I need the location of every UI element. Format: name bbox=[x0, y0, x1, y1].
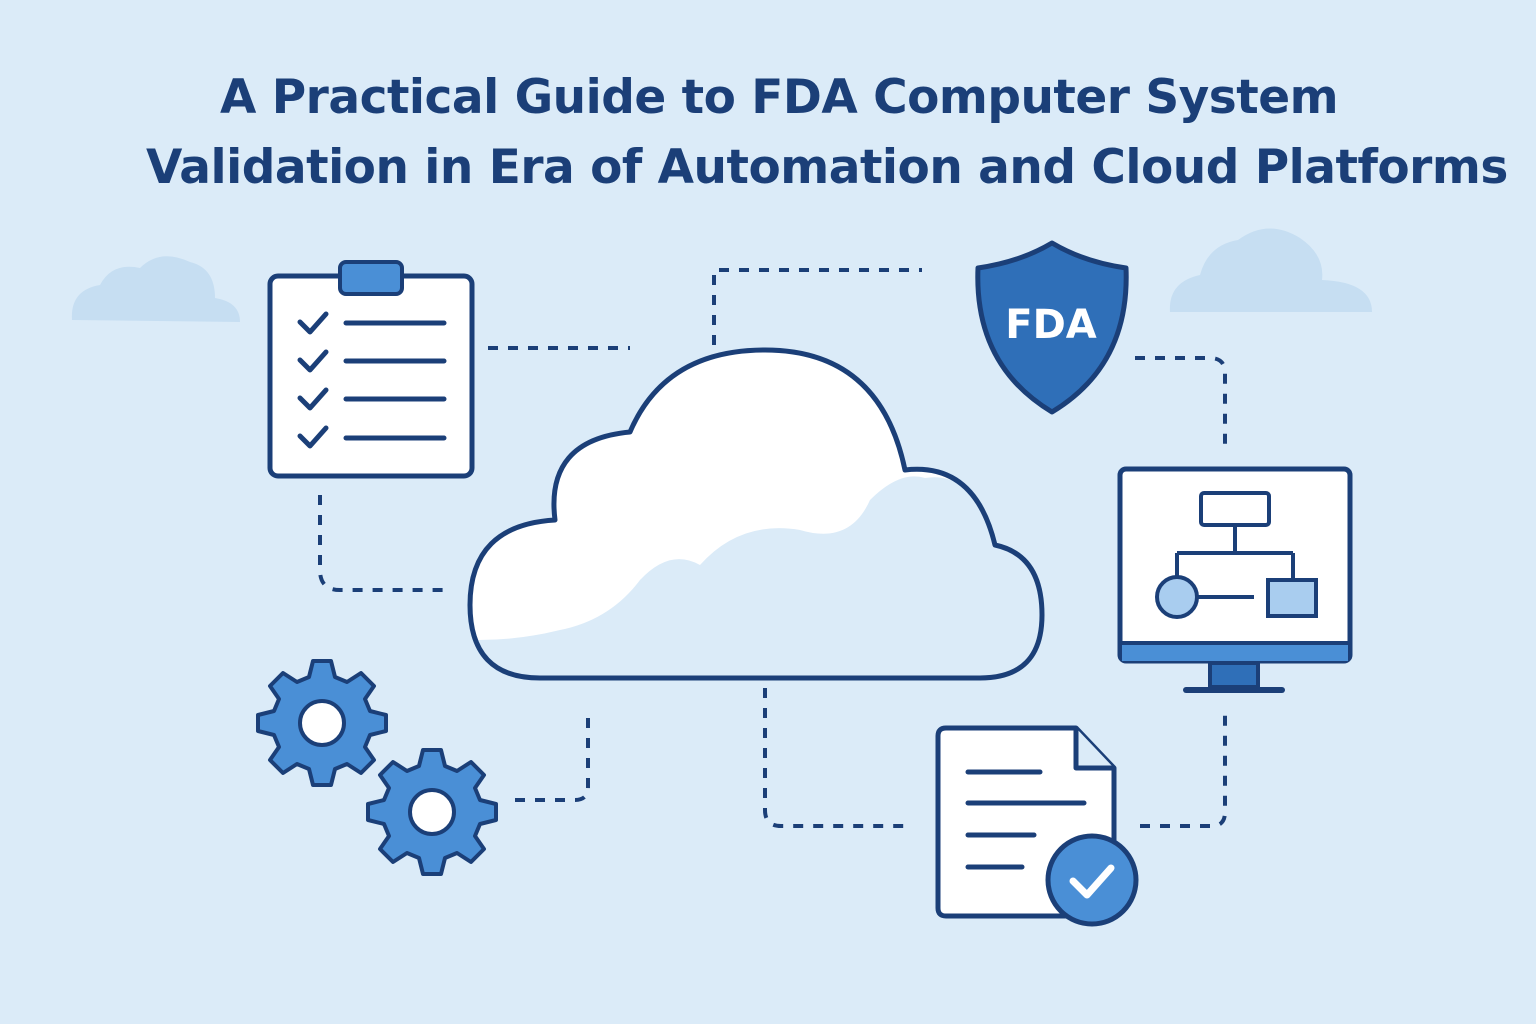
connector-top-cloud bbox=[712, 268, 922, 345]
gears-icon bbox=[256, 659, 498, 876]
check-badge-icon bbox=[1045, 833, 1139, 927]
checklist-clipboard-icon bbox=[267, 260, 475, 479]
background-cloud-left bbox=[71, 256, 240, 322]
connector-clipboard-bottom bbox=[318, 495, 448, 592]
title-line-2: Validation in Era of Automation and Clou… bbox=[146, 140, 1508, 195]
shield-label: FDA bbox=[1005, 302, 1097, 348]
fda-shield-icon: FDA bbox=[975, 240, 1129, 415]
connector-shield-monitor bbox=[1135, 356, 1227, 445]
connector-document-monitor bbox=[1140, 712, 1227, 828]
approved-document-icon bbox=[935, 725, 1139, 927]
connector-cloud-document bbox=[763, 688, 905, 828]
title-line-1: A Practical Guide to FDA Computer System bbox=[220, 70, 1339, 125]
central-cloud-icon bbox=[467, 347, 1045, 681]
connectors bbox=[318, 268, 1227, 828]
gear-small-icon bbox=[366, 748, 498, 876]
connector-gears-cloud bbox=[515, 712, 590, 802]
flowchart-monitor-icon bbox=[1117, 466, 1353, 693]
background-cloud-right bbox=[1169, 228, 1372, 312]
gear-large-icon bbox=[256, 659, 388, 787]
